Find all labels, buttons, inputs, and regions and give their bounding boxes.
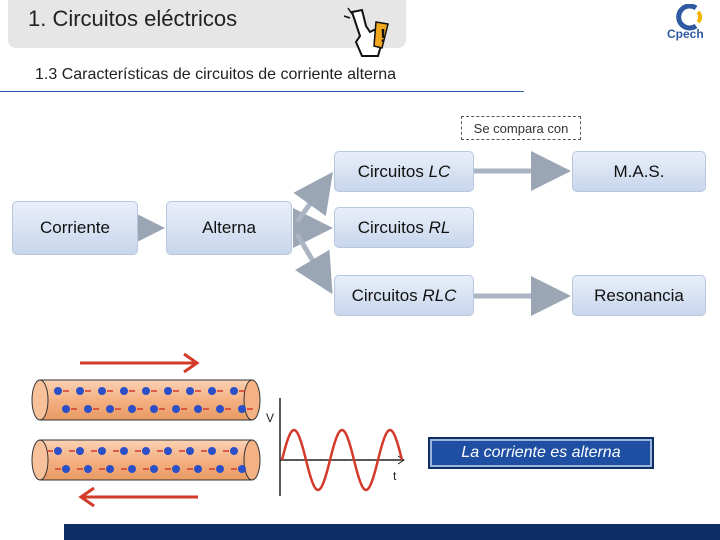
node-circuitos-rlc: Circuitos RLC: [334, 275, 474, 316]
wire-bottom: [31, 439, 261, 481]
electron: [238, 405, 246, 413]
alternating-current-illustration: V t: [31, 352, 405, 508]
svg-text:!: !: [380, 26, 386, 46]
electron: [98, 447, 106, 455]
alternating-current-badge: La corriente es alterna: [428, 437, 654, 469]
arrow-alterna-rlc: [294, 232, 333, 295]
electron: [106, 405, 114, 413]
subtitle-underline: [0, 91, 524, 92]
electron: [172, 405, 180, 413]
compare-label: Se compara con: [461, 116, 581, 140]
electron: [230, 387, 238, 395]
node-rl-prefix: Circuitos: [357, 217, 429, 237]
footer-bar: [64, 524, 720, 540]
electron: [216, 465, 224, 473]
electron: [54, 447, 62, 455]
electron: [172, 465, 180, 473]
electron: [54, 387, 62, 395]
section-subtitle: 1.3 Características de circuitos de corr…: [35, 66, 397, 83]
node-circuitos-lc: Circuitos LC: [334, 151, 474, 192]
axis-t-label: t: [393, 469, 397, 483]
electron: [208, 387, 216, 395]
electron: [128, 405, 136, 413]
page-title: 1. Circuitos eléctricos: [28, 6, 238, 31]
arrow-left-icon: [78, 486, 198, 508]
node-mas: M.A.S.: [572, 151, 706, 192]
node-rl-suffix: RL: [428, 217, 451, 237]
node-rlc-suffix: RLC: [422, 285, 457, 305]
axis-v-label: V: [266, 411, 274, 425]
electron: [142, 387, 150, 395]
electron: [164, 387, 172, 395]
electron: [194, 405, 202, 413]
pointing-hand-icon: !: [343, 7, 389, 57]
electron: [150, 465, 158, 473]
electron: [98, 387, 106, 395]
node-lc-prefix: Circuitos: [357, 161, 429, 181]
sine-wave-graph: V t: [266, 398, 405, 496]
electron: [76, 447, 84, 455]
electron: [84, 405, 92, 413]
electrons-top: [54, 387, 253, 413]
electron: [164, 447, 172, 455]
electron: [120, 387, 128, 395]
electrons-bottom: [47, 447, 246, 473]
electron: [194, 465, 202, 473]
electron: [62, 465, 70, 473]
electron: [106, 465, 114, 473]
electron: [230, 447, 238, 455]
node-circuitos-rl: Circuitos RL: [334, 207, 474, 248]
electron: [150, 405, 158, 413]
electron: [216, 405, 224, 413]
electron: [142, 447, 150, 455]
wire-top: [31, 379, 261, 421]
node-corriente: Corriente: [12, 201, 138, 255]
electron: [238, 465, 246, 473]
electron: [76, 387, 84, 395]
electron: [186, 447, 194, 455]
electron: [62, 405, 70, 413]
electron: [120, 447, 128, 455]
arrow-alterna-lc: [293, 171, 333, 224]
electron: [208, 447, 216, 455]
electron: [84, 465, 92, 473]
node-rlc-prefix: Circuitos: [351, 285, 423, 305]
node-lc-suffix: LC: [428, 161, 451, 181]
node-alterna: Alterna: [166, 201, 292, 255]
arrow-right-icon: [80, 352, 200, 374]
cpech-logo-icon: [676, 4, 703, 31]
title-bar: [8, 0, 406, 48]
electron: [128, 465, 136, 473]
electron: [186, 387, 194, 395]
logo-text: Cpech: [667, 27, 704, 41]
node-resonancia: Resonancia: [572, 275, 706, 316]
